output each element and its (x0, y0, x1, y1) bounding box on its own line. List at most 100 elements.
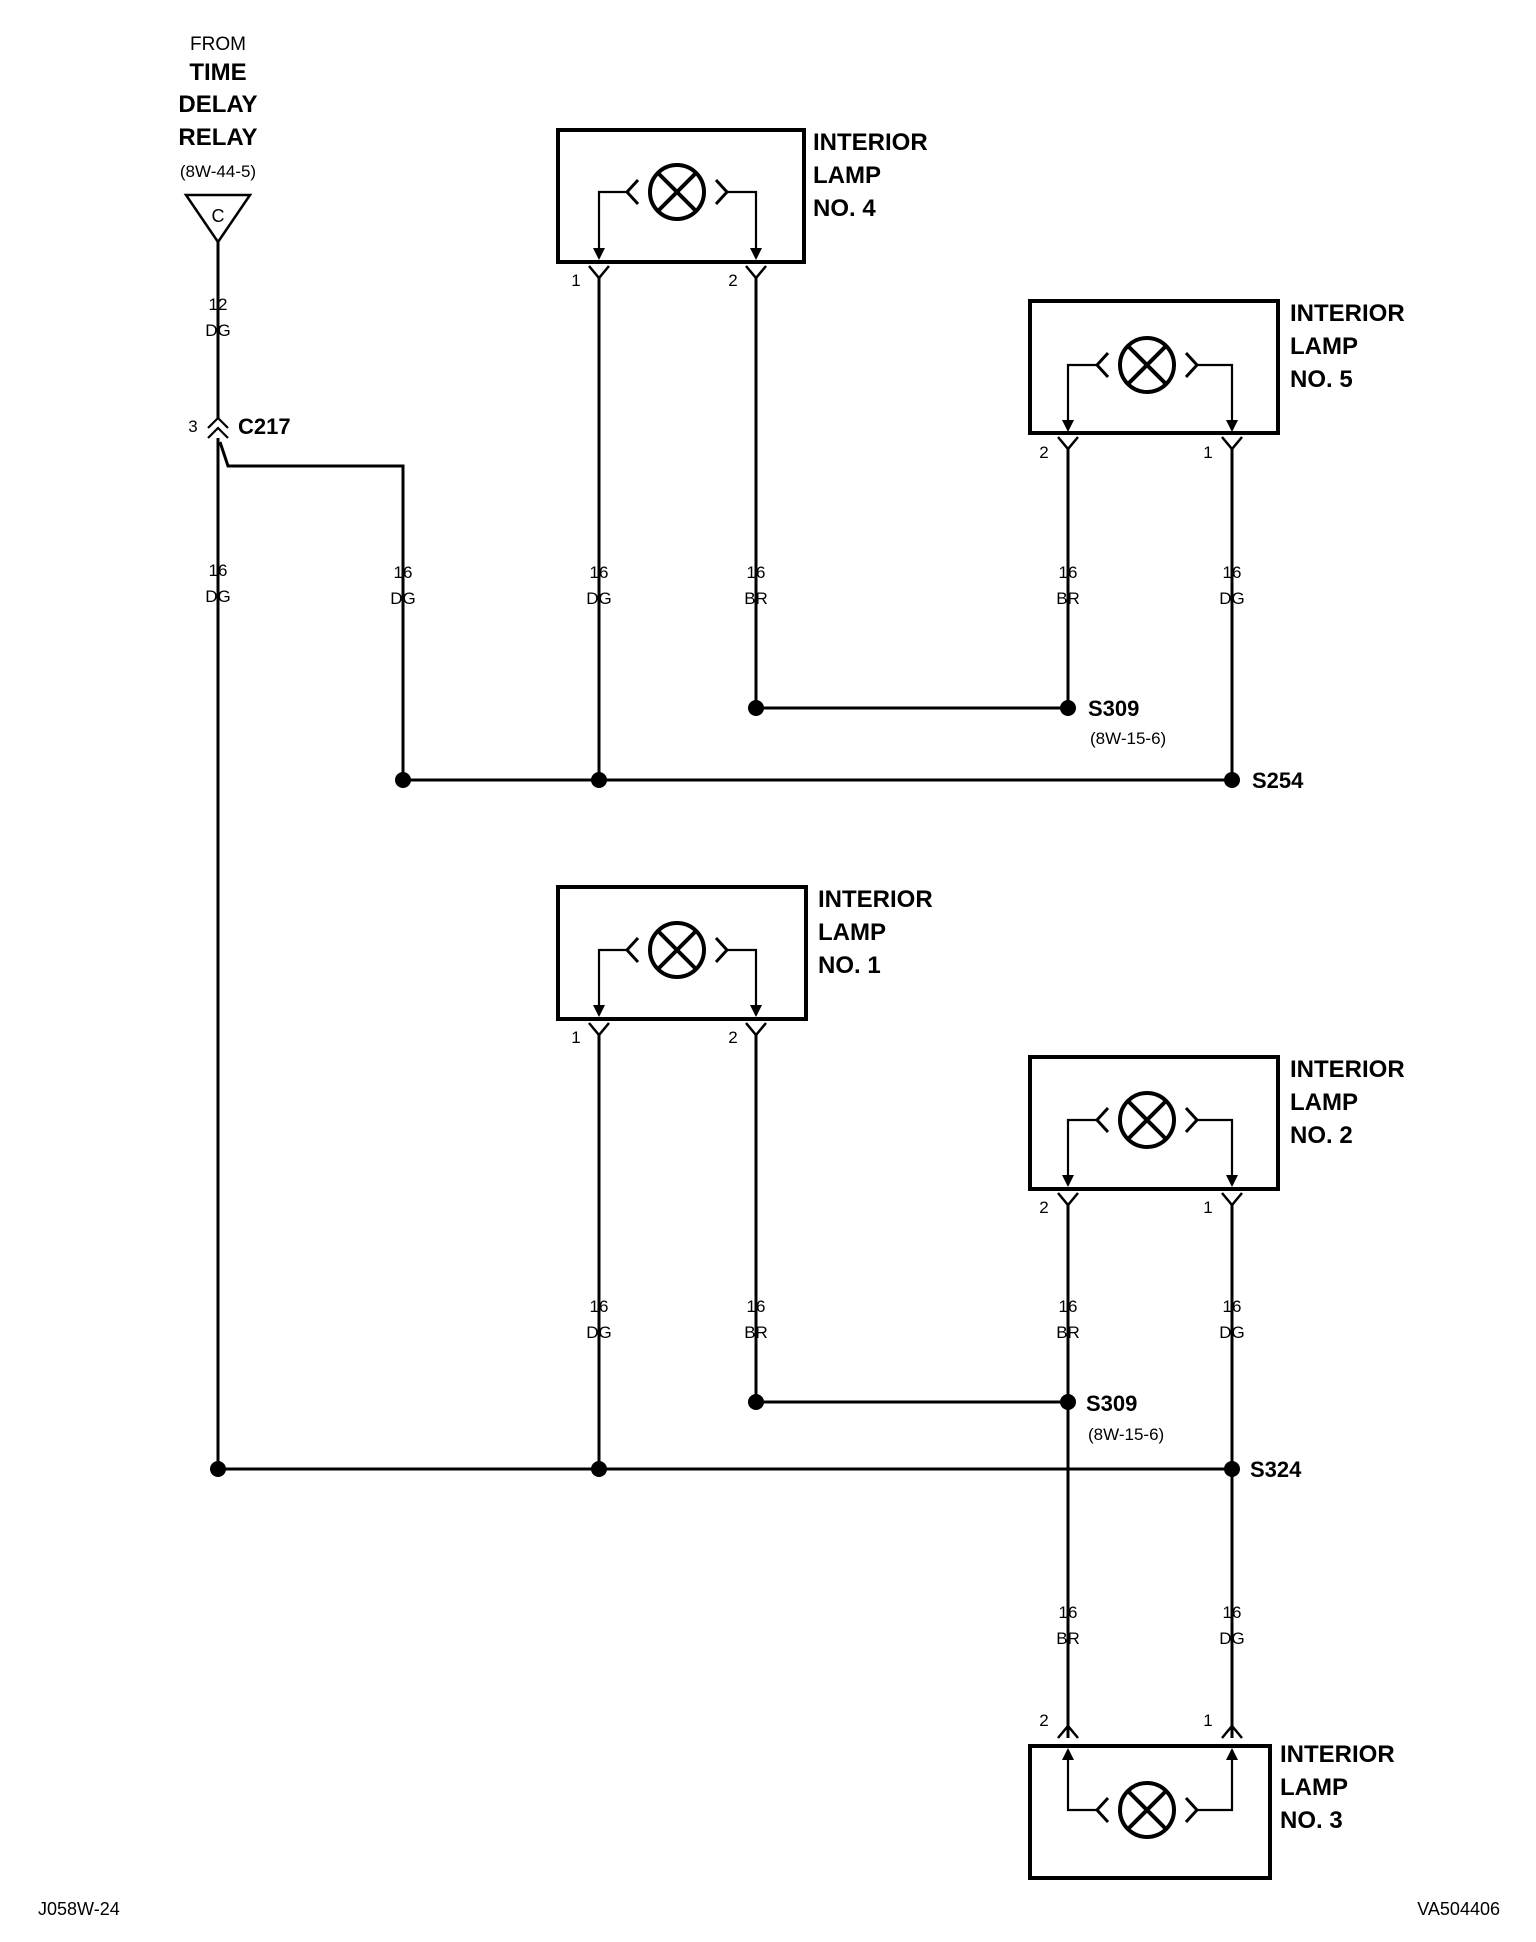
lamp-pin: 1 (1203, 443, 1212, 462)
wire-label-src: 12 DG (205, 295, 231, 340)
lamp-label-line1: INTERIOR (818, 886, 933, 913)
lamp-pin: 2 (1039, 443, 1048, 462)
splice-s324 (1224, 1461, 1240, 1477)
splice-s324-label: S324 (1250, 1457, 1302, 1482)
wire-gauge: 16 (1223, 1603, 1242, 1622)
wire-gauge: 16 (590, 563, 609, 582)
c217-pin: 3 (188, 417, 197, 436)
wire-color: DG (1219, 589, 1245, 608)
wire-gauge: 16 (747, 1297, 766, 1316)
splice-s309-label: S309 (1088, 696, 1139, 721)
wire-color: DG (1219, 1629, 1245, 1648)
footer-right-code: VA504406 (1417, 1899, 1500, 1919)
wire-color: DG (205, 587, 231, 606)
interior-lamp-4: INTERIOR LAMP NO. 4 1 2 (556, 128, 928, 290)
splice-dot (591, 1461, 607, 1477)
wire-gauge: 16 (1223, 563, 1242, 582)
lamp-label-line1: INTERIOR (1290, 1056, 1405, 1083)
footer-left-code: J058W-24 (38, 1899, 120, 1919)
source-line2: DELAY (178, 91, 257, 118)
wire-color: DG (586, 589, 612, 608)
wire-color: BR (744, 1323, 768, 1342)
wire-gauge: 16 (1059, 1603, 1078, 1622)
wire-color: BR (1056, 1323, 1080, 1342)
lamp-label-line3: NO. 1 (818, 952, 881, 979)
wire-label-1b: 16 BR (744, 1297, 768, 1342)
wire-label-b: 16 DG (390, 563, 416, 608)
lamp-label-line3: NO. 2 (1290, 1122, 1353, 1149)
lamp-pin: 2 (1039, 1711, 1048, 1730)
lamp-label-line2: LAMP (1290, 333, 1358, 360)
splice-s254-label: S254 (1252, 768, 1304, 793)
splice-dot (748, 1394, 764, 1410)
source-line3: RELAY (178, 124, 257, 151)
wire-color: BR (744, 589, 768, 608)
wire-gauge: 12 (209, 295, 228, 314)
wire-label-a: 16 DG (205, 561, 231, 606)
wire-color: DG (390, 589, 416, 608)
lamp-label-line2: LAMP (813, 162, 881, 189)
splice-s309-ref: (8W-15-6) (1088, 1425, 1164, 1444)
source-label: FROM TIME DELAY RELAY (8W-44-5) (178, 34, 257, 181)
lamp-label-line2: LAMP (1290, 1089, 1358, 1116)
interior-lamp-5: INTERIOR LAMP NO. 5 2 1 (1028, 299, 1405, 462)
interior-lamp-3: 2 1 INTERIOR LAMP NO. 3 (1028, 1711, 1395, 1880)
lamp-pin: 1 (1203, 1711, 1212, 1730)
splice-dot (210, 1461, 226, 1477)
splice-dot (748, 700, 764, 716)
splice-dot (591, 772, 607, 788)
wire-label-4b: 16 BR (744, 563, 768, 608)
lamp-label-line3: NO. 4 (813, 195, 876, 222)
connector-letter: C (212, 206, 225, 226)
wire-label-1a: 16 DG (586, 1297, 612, 1342)
source-from: FROM (190, 34, 246, 55)
connector-c217: 3 C217 (188, 414, 290, 439)
lamp-bulb-icon (625, 163, 729, 221)
interior-lamp-2: INTERIOR LAMP NO. 2 2 1 (1028, 1055, 1405, 1217)
wire-color: BR (1056, 1629, 1080, 1648)
lamp-label-line3: NO. 3 (1280, 1807, 1343, 1834)
c217-label: C217 (238, 414, 291, 439)
wire-label-5b: 16 DG (1219, 563, 1245, 608)
lamp-pin: 2 (728, 1028, 737, 1047)
wire-gauge: 16 (394, 563, 413, 582)
wire-color: BR (1056, 589, 1080, 608)
lamp-pin: 1 (571, 1028, 580, 1047)
lamp-bulb-icon (1095, 336, 1199, 394)
lamp-pin: 1 (1203, 1198, 1212, 1217)
lamp-label-line1: INTERIOR (1280, 1741, 1395, 1768)
lamp-label-line2: LAMP (818, 919, 886, 946)
wire-gauge: 16 (590, 1297, 609, 1316)
interior-lamp-1: INTERIOR LAMP NO. 1 1 2 (556, 885, 933, 1047)
wire-label-2a: 16 BR (1056, 1297, 1080, 1342)
lamp-pin: 1 (571, 271, 580, 290)
lamp-label-line3: NO. 5 (1290, 366, 1353, 393)
wire-gauge: 16 (1223, 1297, 1242, 1316)
lamp-label-line1: INTERIOR (813, 129, 928, 156)
wire-label-3a: 16 BR (1056, 1603, 1080, 1648)
lamp-bulb-icon (625, 921, 729, 979)
lamp-pin: 2 (728, 271, 737, 290)
source-line1: TIME (189, 59, 246, 86)
wire-label-3b: 16 DG (1219, 1603, 1245, 1648)
wire-gauge: 16 (1059, 563, 1078, 582)
splice-s309-ref: (8W-15-6) (1090, 729, 1166, 748)
splice-s309-bottom (1060, 1394, 1076, 1410)
wire-gauge: 16 (747, 563, 766, 582)
source-ref: (8W-44-5) (180, 162, 256, 181)
splice-dot (395, 772, 411, 788)
wire-gauge: 16 (1059, 1297, 1078, 1316)
wire-label-2b: 16 DG (1219, 1297, 1245, 1342)
wire-label-4a: 16 DG (586, 563, 612, 608)
lamp-label-line1: INTERIOR (1290, 300, 1405, 327)
splice-s309-top (1060, 700, 1076, 716)
connector-c-triangle: C (183, 193, 253, 245)
splice-s254 (1224, 772, 1240, 788)
lamp-pin: 2 (1039, 1198, 1048, 1217)
wire-color: DG (1219, 1323, 1245, 1342)
wire-label-5a: 16 BR (1056, 563, 1080, 608)
lamp-bulb-icon (1095, 1091, 1199, 1149)
lamp-bulb-icon (1095, 1781, 1199, 1839)
splice-s309-label: S309 (1086, 1391, 1137, 1416)
